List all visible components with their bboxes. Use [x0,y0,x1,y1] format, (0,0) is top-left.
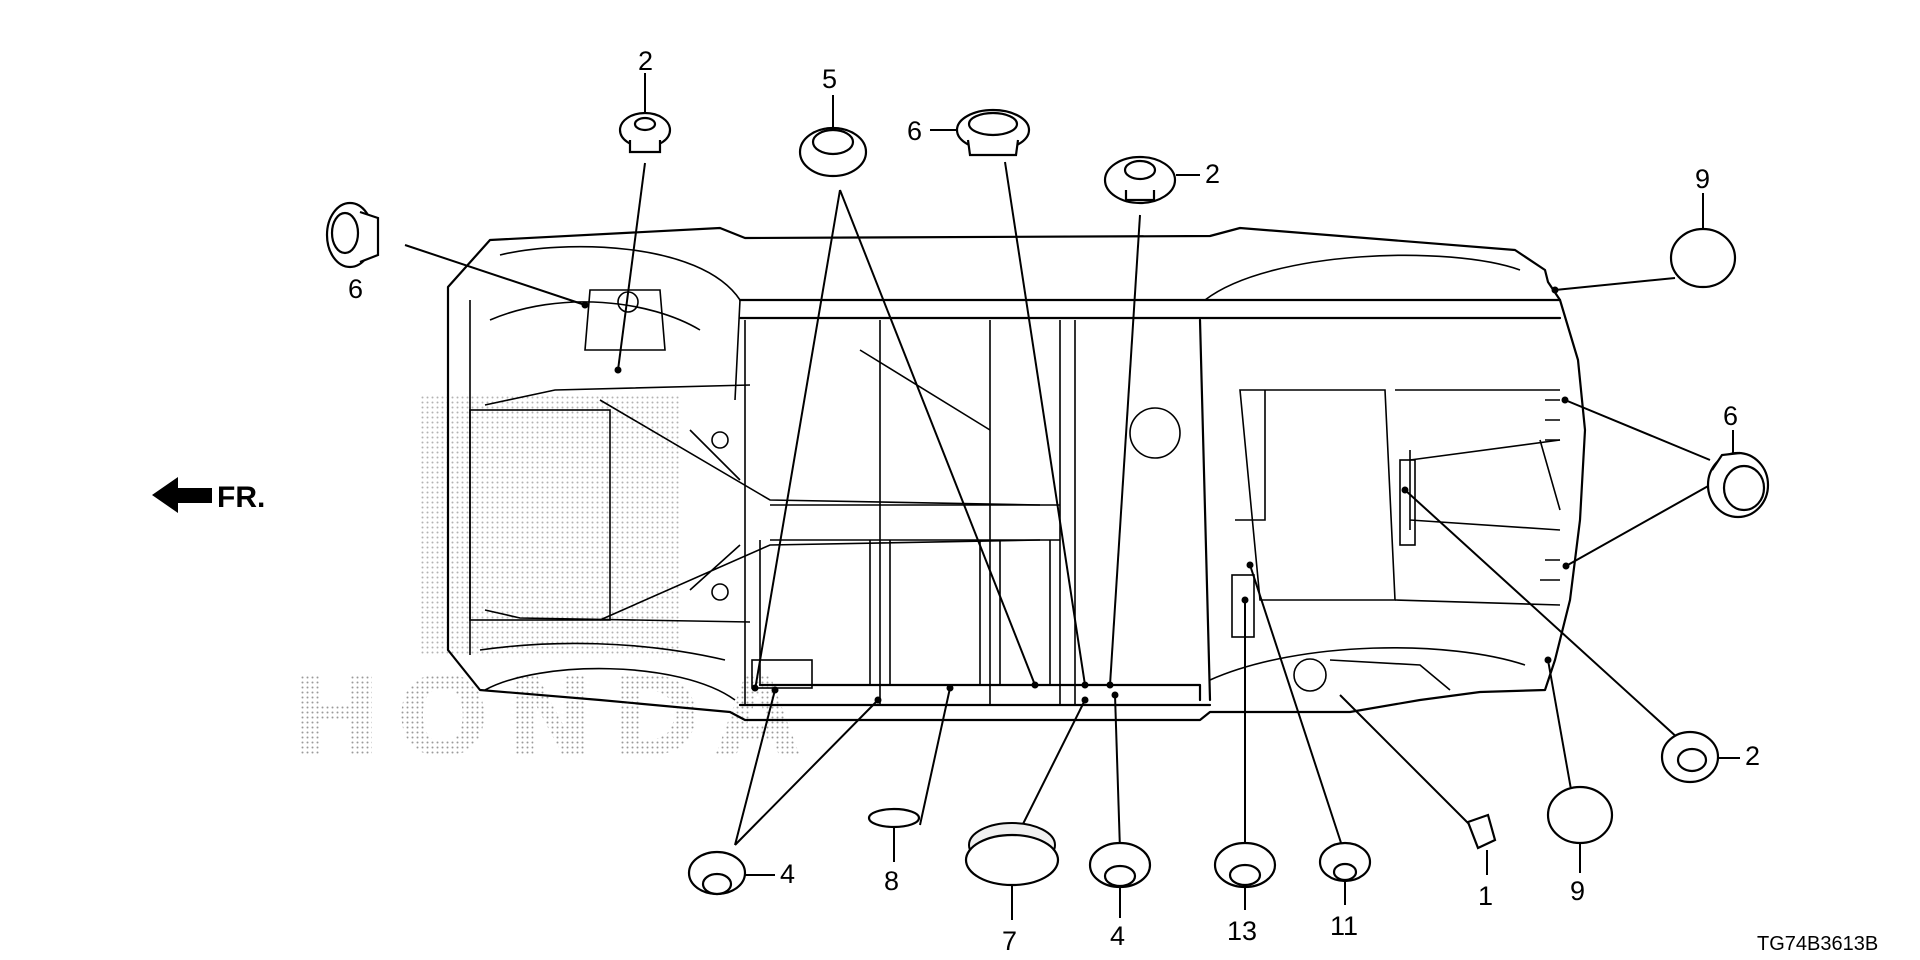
callout-7: 7 [1002,926,1017,956]
part-9-plug-bottom: 9 [1546,785,1614,906]
callout-2-top: 2 [1205,159,1220,189]
part-9-plug-top: 9 [1669,164,1737,289]
part-2-grommet-top: 2 [1103,155,1220,205]
part-1-clip: 1 [1466,813,1497,911]
callout-3: 2 [638,46,653,76]
callout-13: 13 [1227,916,1257,946]
location-markers [581,286,1570,704]
underbody-outline [446,226,1587,722]
callout-6-top: 6 [907,116,922,146]
front-arrow-icon [152,477,212,513]
part-4-grommet-left: 4 [687,850,795,896]
callout-ticks [644,73,1740,920]
front-label: FR. [217,481,265,514]
part-6-grommet-top: 6 [907,108,1031,157]
callout-1: 1 [1478,881,1493,911]
callout-2-right: 2 [1745,741,1760,771]
part-13-grommet: 13 [1213,841,1277,946]
part-8-seal: 8 [867,807,921,896]
callout-6-right: 6 [1723,401,1738,431]
callout-9-top: 9 [1695,164,1710,194]
drawing-code: TG74B3613B [1757,933,1878,955]
callout-5: 5 [822,64,837,94]
part-7-plug: 7 [964,822,1060,956]
part-2-grommet-right: 2 [1660,730,1760,784]
part-11-grommet: 11 [1318,841,1372,941]
callout-9-bottom: 9 [1570,876,1585,906]
callout-4-left: 4 [780,859,795,889]
callout-11: 11 [1330,911,1358,941]
part-6-grommet-right: 6 [1706,401,1770,519]
vehicle-underbody [446,226,1587,722]
part-6-grommet-left: 6 [325,201,380,304]
part-4-grommet-middle: 4 [1088,841,1152,951]
callout-8: 8 [884,866,899,896]
watermark-dotted-area [420,395,680,655]
front-direction-indicator: FR. [152,477,265,514]
callout-6-left: 6 [348,274,363,304]
part-3-grommet: 2 [618,46,672,154]
leader-lines [404,161,1711,856]
callout-4-middle: 4 [1110,921,1125,951]
honda-watermark: HONDA [290,653,814,781]
